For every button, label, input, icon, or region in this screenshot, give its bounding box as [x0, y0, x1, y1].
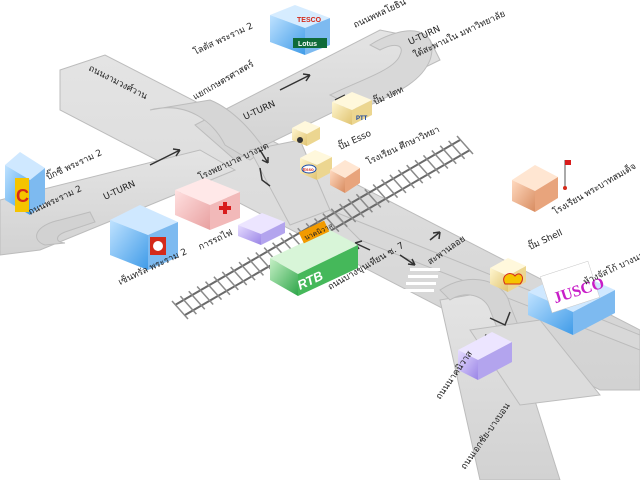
arrow-upper-road [279, 73, 311, 91]
building-purple-bottom[interactable] [458, 332, 512, 380]
label-gas-station: การรถไฟ [197, 227, 235, 252]
arrow-top-loop [334, 94, 346, 101]
arrow-left-road [149, 148, 181, 166]
rail-tie [439, 145, 457, 165]
rail-tie [422, 154, 441, 174]
building-school-right[interactable] [512, 160, 571, 212]
camera-icon [297, 137, 303, 143]
arrow-lower-loop [489, 311, 511, 327]
rail-tie [322, 213, 340, 233]
rail-tie [213, 276, 231, 296]
label-esso: ปั๊ม Esso [336, 126, 374, 153]
road-upper-northeast [194, 29, 441, 161]
building-school-center[interactable] [330, 160, 360, 193]
lotus-logo-text: Lotus [298, 41, 317, 48]
rail-tie [330, 208, 348, 228]
rail-tie [221, 271, 239, 291]
rail-tie [431, 150, 449, 170]
building-purple-left[interactable] [238, 213, 285, 245]
rail-tie [204, 281, 223, 301]
rail-tie [406, 164, 424, 184]
rail-tie [179, 295, 197, 315]
rail-tie [448, 140, 466, 160]
building-tesco-lotus[interactable]: TESCO Lotus [270, 0, 330, 55]
label-intersection: แยกเกษตรศาสตร์ [191, 58, 257, 103]
crosswalk [404, 268, 440, 292]
building-esso[interactable]: Esso [300, 150, 332, 180]
arrow-right-road [399, 254, 416, 266]
rail-tie [389, 174, 407, 194]
label-school-a: โรงเรียน ศึกษาวิทยา [365, 124, 442, 168]
rail-tie [255, 251, 273, 271]
rail-tie [238, 261, 256, 281]
building-big-c[interactable]: C [5, 152, 45, 215]
rail-tie [347, 198, 365, 218]
hospital-cross-icon [219, 202, 231, 214]
arrow-upper-right [429, 231, 441, 241]
tesco-logo-text: TESCO [297, 17, 322, 24]
building-jusco[interactable]: JUSCO [528, 260, 615, 335]
rail-tie [414, 159, 432, 179]
rail-tie [380, 179, 399, 199]
road-mid-curve [149, 99, 266, 161]
arrow-center-down [259, 149, 269, 164]
rail-tie [196, 285, 214, 305]
building-ptt[interactable]: PTT [332, 92, 372, 125]
central-logo-icon [153, 241, 163, 251]
rail-tie [171, 300, 189, 320]
ptt-logo-text: PTT [356, 116, 368, 122]
building-central[interactable] [110, 205, 178, 270]
road-uturn-left [36, 211, 96, 246]
rail-tie [355, 193, 373, 213]
shell-logo-icon [503, 273, 523, 285]
building-shell[interactable] [490, 258, 526, 292]
label-tesco: โลตัส พระราม 2 [192, 20, 255, 57]
rail-tie [246, 256, 265, 276]
arrow-center-curve [259, 167, 271, 187]
label-road-phaholyothin: ถนนพหลโยธิน [352, 0, 408, 31]
rail-tie [372, 184, 390, 204]
rail-tie [188, 290, 206, 310]
building-hospital[interactable] [175, 178, 240, 230]
rail-tie [339, 203, 357, 223]
rail-tie [364, 188, 382, 208]
building-railway-office[interactable] [292, 121, 320, 146]
rail-tie [456, 135, 474, 155]
label-shell: ปั๊ม Shell [526, 226, 565, 253]
rail-tie [230, 266, 248, 286]
esso-logo-text: Esso [303, 167, 314, 172]
rail-tie [397, 169, 415, 189]
bigc-logo-text: C [16, 186, 29, 206]
